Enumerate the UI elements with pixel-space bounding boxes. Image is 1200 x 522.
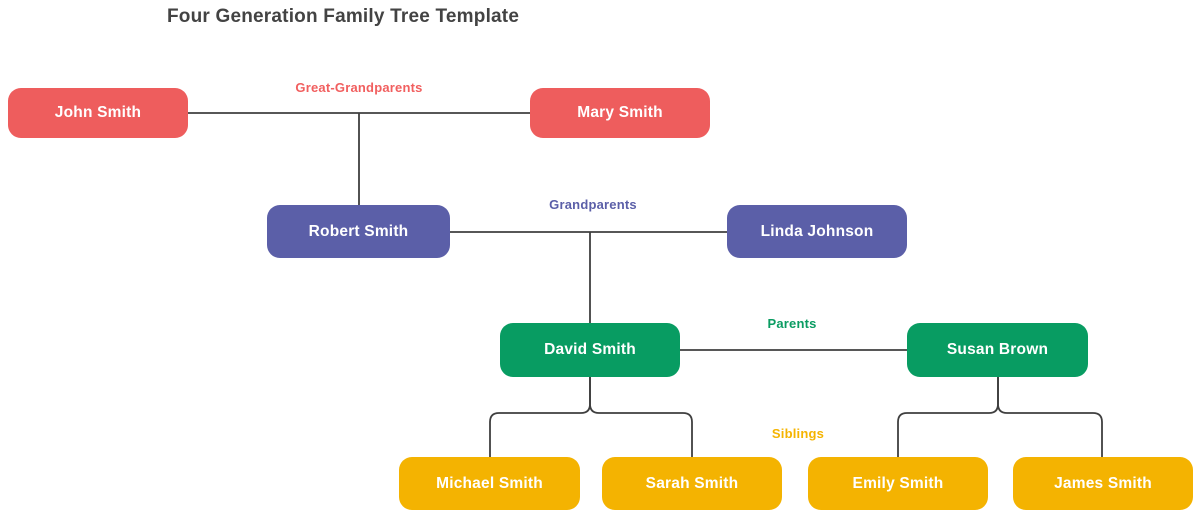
- node-david-smith[interactable]: David Smith: [500, 323, 680, 377]
- node-name: Robert Smith: [308, 222, 409, 240]
- node-john-smith[interactable]: John Smith: [8, 88, 188, 138]
- node-name: David Smith: [544, 341, 636, 358]
- connector-susan-fork-left: [897, 377, 999, 457]
- node-name: Susan Brown: [946, 341, 1049, 358]
- generation-label-grandparents: Grandparents: [549, 197, 637, 212]
- node-name: James Smith: [1054, 474, 1152, 492]
- node-linda-johnson[interactable]: Linda Johnson: [727, 205, 907, 258]
- node-name: Emily Smith: [852, 474, 944, 492]
- connector-david-fork-right: [589, 377, 693, 457]
- page-title: Four Generation Family Tree Template: [167, 6, 520, 27]
- connector-david-fork-left: [489, 377, 591, 457]
- connector-susan-fork-right: [997, 377, 1103, 457]
- generation-label-siblings: Siblings: [771, 426, 825, 441]
- node-name: John Smith: [54, 104, 142, 121]
- node-name: Michael Smith: [436, 474, 543, 492]
- node-emily-smith[interactable]: Emily Smith: [808, 457, 988, 510]
- node-michael-smith[interactable]: Michael Smith: [399, 457, 580, 510]
- node-susan-brown[interactable]: Susan Brown: [907, 323, 1088, 377]
- node-robert-smith[interactable]: Robert Smith: [267, 205, 450, 258]
- generation-label-parents: Parents: [767, 316, 817, 331]
- node-name: Mary Smith: [577, 104, 663, 121]
- node-sarah-smith[interactable]: Sarah Smith: [602, 457, 782, 510]
- node-mary-smith[interactable]: Mary Smith: [530, 88, 710, 138]
- node-name: Linda Johnson: [760, 222, 874, 240]
- node-james-smith[interactable]: James Smith: [1013, 457, 1193, 510]
- node-name: Sarah Smith: [645, 474, 739, 492]
- generation-label-great-grandparents: Great-Grandparents: [295, 80, 423, 95]
